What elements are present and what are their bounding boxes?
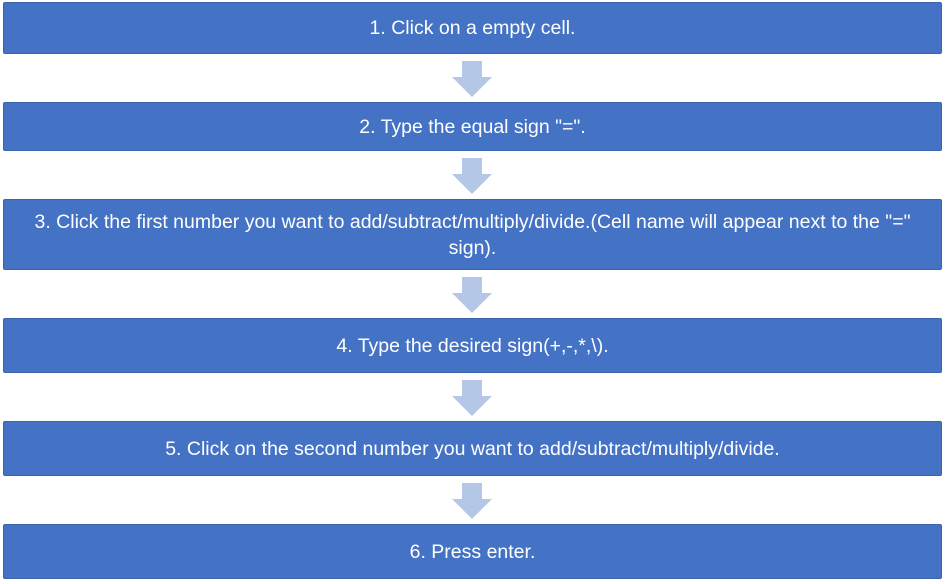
step-3-label: 3. Click the first number you want to ad…	[34, 210, 911, 259]
down-arrow-icon	[452, 158, 492, 194]
down-arrow-icon	[452, 277, 492, 313]
step-5-box: 5. Click on the second number you want t…	[3, 421, 942, 476]
down-arrow-icon	[452, 61, 492, 97]
step-2-box: 2. Type the equal sign "=".	[3, 102, 942, 151]
step-5-label: 5. Click on the second number you want t…	[165, 437, 780, 460]
step-1-label: 1. Click on a empty cell.	[369, 17, 576, 39]
step-6-label: 6. Press enter.	[409, 540, 536, 563]
step-4-label: 4. Type the desired sign(+,-,*,\).	[336, 334, 609, 357]
down-arrow-icon	[452, 380, 492, 416]
step-3-box: 3. Click the first number you want to ad…	[3, 199, 942, 270]
down-arrow-icon	[452, 483, 492, 519]
step-2-label: 2. Type the equal sign "=".	[359, 115, 586, 138]
step-4-box: 4. Type the desired sign(+,-,*,\).	[3, 318, 942, 373]
step-6-box: 6. Press enter.	[3, 524, 942, 579]
step-1-box: 1. Click on a empty cell.	[3, 2, 942, 54]
